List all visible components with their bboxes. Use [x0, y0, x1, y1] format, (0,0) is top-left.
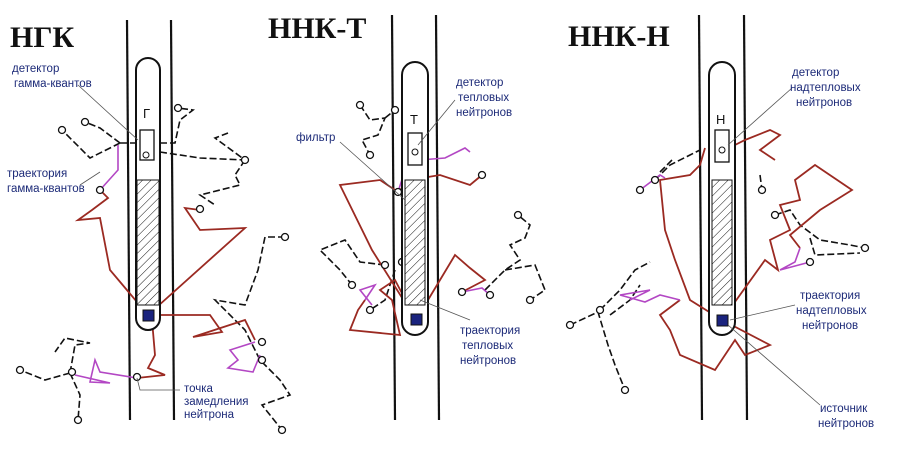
panel-ngk: Г детектор гамма-квантов траектория гамм… [7, 19, 292, 435]
label-detector-line2: тепловых [458, 92, 509, 104]
label-trajectory-line2: тепловых [462, 340, 513, 352]
neutron-source [410, 313, 423, 326]
label-detector-line2: гамма-квантов [14, 78, 92, 90]
detector-element-icon [142, 151, 150, 159]
label-source-line2: нейтронов [818, 418, 874, 430]
borehole-wall-left [125, 19, 132, 421]
label-trajectory-line3: нейтронов [460, 355, 516, 367]
label-filter: фильтр [296, 132, 335, 144]
title-nnk-n: ННК-Н [568, 20, 670, 53]
label-point-line2: замедления [184, 396, 249, 408]
neutron-source [716, 314, 729, 327]
label-detector-line3: нейтронов [456, 107, 512, 119]
label-trajectory-line2: гамма-квантов [7, 183, 85, 195]
trajectories [569, 129, 866, 391]
title-ngk: НГК [10, 21, 74, 54]
label-trajectory-line3: нейтронов [802, 320, 858, 332]
panel-nnk-n: Н детектор надтепловых нейтронов траекто… [565, 14, 874, 430]
probe-letter: Т [410, 112, 418, 127]
label-trajectory-line1: траектория [7, 168, 67, 180]
label-trajectory-line1: траектория [460, 325, 520, 337]
label-point-line1: точка [184, 383, 214, 395]
label-detector-line2: надтепловых [790, 82, 861, 94]
epithermal-neutron-detector [714, 129, 730, 163]
label-trajectory-line1: траектория [800, 290, 860, 302]
borehole-wall-left [390, 14, 397, 421]
detector-element-icon [718, 146, 726, 154]
borehole-wall-right [434, 14, 441, 421]
borehole-wall-right [169, 19, 176, 421]
detector-element-icon [411, 148, 419, 156]
probe-letter: Н [716, 112, 725, 127]
borehole-wall-right [742, 14, 749, 421]
label-source-line1: источник [820, 403, 868, 415]
shield [711, 179, 733, 306]
panel-nnk-t: Т детектор тепловых нейтронов фильтр тра… [296, 14, 546, 421]
label-detector-line1: детектор [792, 67, 839, 79]
borehole-wall-left [697, 14, 704, 421]
label-detector-line1: детектор [12, 63, 59, 75]
neutron-source [142, 309, 155, 322]
probe-letter: Г [143, 106, 150, 121]
label-point-line3: нейтрона [184, 409, 235, 421]
label-trajectory-line2: надтепловых [796, 305, 867, 317]
label-detector-line1: детектор [456, 77, 503, 89]
filter [404, 179, 426, 306]
title-nnk-t: ННК-Т [268, 12, 366, 45]
shield [136, 179, 160, 306]
trajectories [318, 104, 546, 337]
label-detector-line3: нейтронов [796, 97, 852, 109]
gamma-detector [139, 129, 155, 161]
